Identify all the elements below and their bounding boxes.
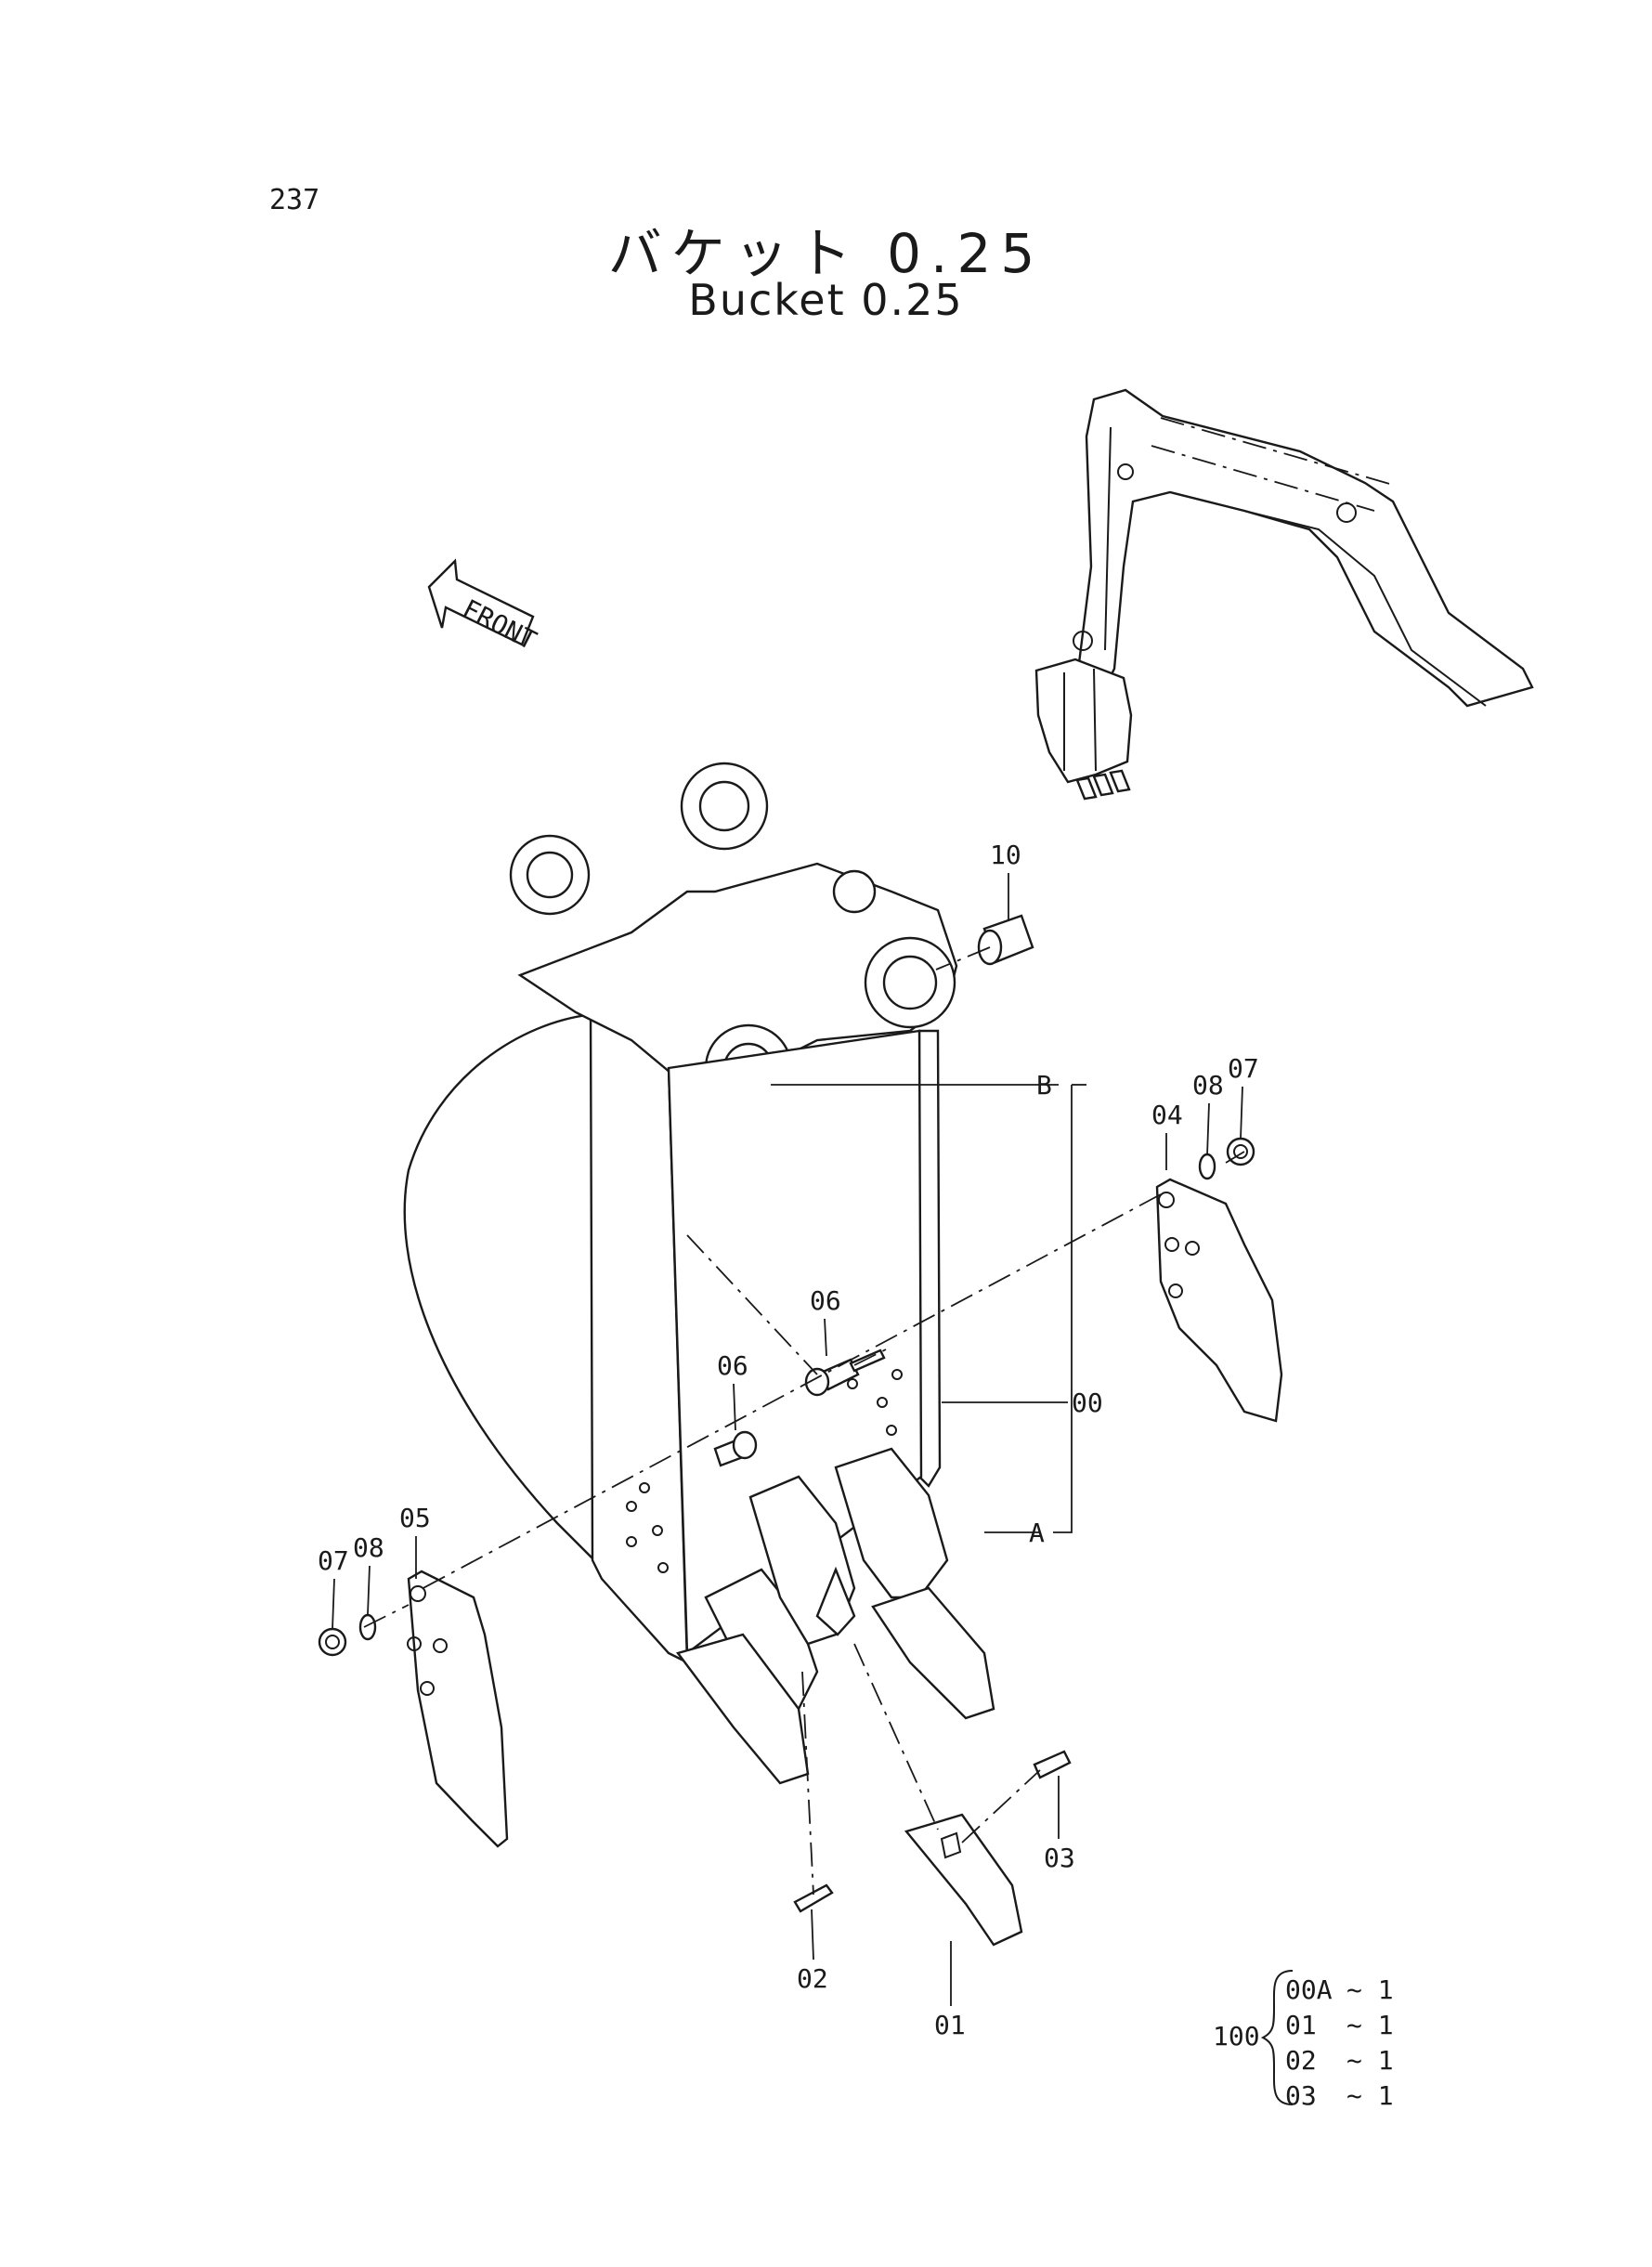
kit-row-1-qty: ~ 1 xyxy=(1346,2010,1394,2040)
excavator-arm-icon xyxy=(1034,388,1534,801)
callout-06-lower: 06 xyxy=(717,1350,748,1381)
callout-03: 03 xyxy=(1044,1843,1075,1873)
callout-00: 00 xyxy=(1072,1388,1103,1418)
kit-row-0-qty: ~ 1 xyxy=(1346,1974,1394,2005)
pin-03 xyxy=(1033,1750,1072,1779)
washer-08-right xyxy=(1198,1153,1216,1180)
callout-07-left: 07 xyxy=(318,1545,349,1576)
kit-row-3-qty: ~ 1 xyxy=(1346,2080,1394,2111)
kit-code: 100 xyxy=(1213,2021,1260,2052)
bolt-06-upper xyxy=(804,1348,886,1397)
washer-08-left xyxy=(358,1613,377,1641)
lock-02 xyxy=(793,1883,834,1913)
nut-07-right xyxy=(1226,1137,1255,1166)
front-arrow-icon: FRONT xyxy=(427,558,541,657)
kit-row-3-part: 03 xyxy=(1285,2080,1317,2111)
callout-08-left: 08 xyxy=(353,1532,384,1563)
bucket-icon xyxy=(403,762,995,1785)
kit-row-1-part: 01 xyxy=(1285,2010,1317,2040)
side-cutter-05 xyxy=(407,1570,509,1848)
title-english: Bucket 0.25 xyxy=(688,275,964,325)
nut-07-left xyxy=(318,1627,347,1657)
callout-07-right: 07 xyxy=(1228,1053,1259,1084)
bolt-06-lower xyxy=(713,1430,758,1467)
callout-05: 05 xyxy=(399,1503,431,1533)
callout-a: A xyxy=(1029,1518,1045,1548)
tooth-01 xyxy=(904,1813,1023,1947)
kit-row-2-part: 02 xyxy=(1285,2045,1317,2076)
callout-01: 01 xyxy=(934,2010,966,2040)
callout-10: 10 xyxy=(990,840,1021,870)
callout-06-upper: 06 xyxy=(810,1285,841,1316)
title-japanese: バケット 0.25 xyxy=(607,222,1045,285)
kit-table: 100 00A ~ 1 01 ~ 1 02 ~ 1 03 ~ 1 xyxy=(1213,1970,1394,2111)
page-number: 237 xyxy=(269,184,320,216)
side-cutter-04 xyxy=(1155,1178,1283,1423)
kit-row-2-qty: ~ 1 xyxy=(1346,2045,1394,2076)
callout-04: 04 xyxy=(1151,1100,1183,1130)
bushing-10 xyxy=(977,914,1034,966)
callout-02: 02 xyxy=(797,1963,828,1994)
callout-08-right: 08 xyxy=(1192,1070,1224,1101)
kit-row-0-part: 00A xyxy=(1285,1974,1333,2005)
callout-b: B xyxy=(1036,1070,1052,1101)
